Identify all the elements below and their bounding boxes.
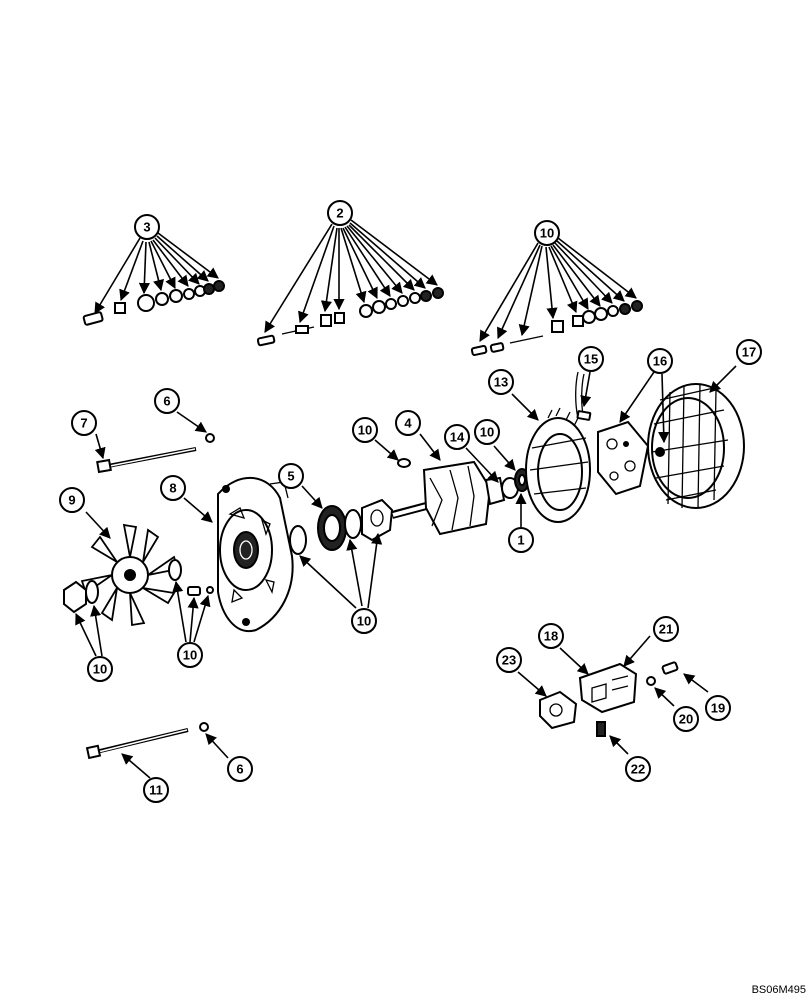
through-bolt-lower (85, 728, 189, 760)
figure-reference-code: BS06M495 (751, 984, 806, 996)
callout-label: 15 (584, 352, 598, 367)
callout-label: 10 (540, 226, 554, 241)
callout-label: 10 (357, 614, 371, 629)
callout-label: 6 (163, 394, 170, 409)
hardware-kit-14 (470, 300, 643, 356)
callout-label: 10 (358, 423, 372, 438)
callout-label: 2 (336, 206, 343, 221)
callout-13: 14 (444, 424, 470, 450)
callout-2: 2 (327, 200, 353, 226)
callout-11: 11 (143, 777, 169, 803)
callout-label: 17 (742, 345, 756, 360)
callout-label: 18 (544, 629, 558, 644)
slip-ring-bearing (397, 458, 530, 492)
callout-label: 11 (149, 783, 163, 798)
rotor (390, 460, 519, 536)
washer-20 (646, 676, 656, 686)
callout-label: 19 (711, 701, 725, 716)
spacer-screw-washer (168, 559, 214, 596)
callout-label: 10 (480, 425, 494, 440)
callout-label: 8 (169, 481, 176, 496)
callout-label: 20 (679, 712, 693, 727)
callout-3: 3 (134, 214, 160, 240)
front-bearing (289, 498, 394, 555)
callout-label: 10 (183, 648, 197, 663)
callout-1: 1 (508, 527, 534, 553)
callout-10-rotor: 10 (352, 417, 378, 443)
nut-lower (199, 722, 209, 732)
callout-14: 10 (534, 220, 560, 246)
callout-label: 13 (494, 375, 508, 390)
callout-label: 22 (631, 762, 645, 777)
brush-cover (539, 690, 578, 730)
regulator-brush-holder (578, 662, 638, 714)
callout-label: 23 (502, 653, 516, 668)
callout-label: 9 (68, 493, 75, 508)
callout-21: 21 (653, 616, 679, 642)
cooling-fan (80, 523, 180, 627)
hardware-kit-3 (82, 280, 225, 326)
hardware-kit-2 (256, 287, 444, 347)
callout-label: 6 (236, 762, 243, 777)
callout-label: 10 (93, 662, 107, 677)
callout-19: 19 (705, 695, 731, 721)
nut-upper (205, 433, 215, 443)
callout-4: 4 (395, 410, 421, 436)
callout-5: 5 (278, 463, 304, 489)
callout-8: 8 (160, 475, 186, 501)
through-bolt-upper (96, 447, 197, 474)
callout-label: 3 (143, 220, 150, 235)
callout-23: 23 (496, 647, 522, 673)
callout-12: 13 (488, 369, 514, 395)
rectifier-bridge (597, 420, 650, 496)
callout-10-fan: 10 (87, 656, 113, 682)
callout-20: 20 (673, 706, 699, 732)
callout-17: 17 (736, 339, 762, 365)
callout-label: 4 (404, 416, 412, 431)
screw-19 (661, 661, 679, 675)
callout-label: 21 (659, 622, 673, 637)
callout-6-lower: 6 (227, 756, 253, 782)
callout-label: 14 (450, 430, 465, 445)
screw-15 (576, 410, 592, 421)
slip-ring-end-housing (647, 383, 745, 509)
pulley-nut-and-washer (63, 580, 99, 614)
callout-6-upper: 6 (154, 388, 180, 414)
callout-15: 15 (578, 346, 604, 372)
callout-9: 9 (59, 487, 85, 513)
callout-16: 16 (647, 348, 673, 374)
callout-label: 1 (517, 533, 524, 548)
callout-10-middle: 10 (351, 608, 377, 634)
callout-label: 5 (287, 469, 294, 484)
spring-22 (596, 721, 606, 737)
callout-22: 22 (625, 756, 651, 782)
stator (525, 371, 591, 523)
callout-label: 16 (653, 354, 667, 369)
callout-7: 7 (71, 410, 97, 436)
callout-label: 7 (80, 416, 87, 431)
callout-10-bearing: 10 (474, 419, 500, 445)
callout-18: 18 (538, 623, 564, 649)
leader-lines (75, 219, 737, 779)
callout-10-housing: 10 (177, 642, 203, 668)
drive-end-housing (217, 477, 294, 633)
